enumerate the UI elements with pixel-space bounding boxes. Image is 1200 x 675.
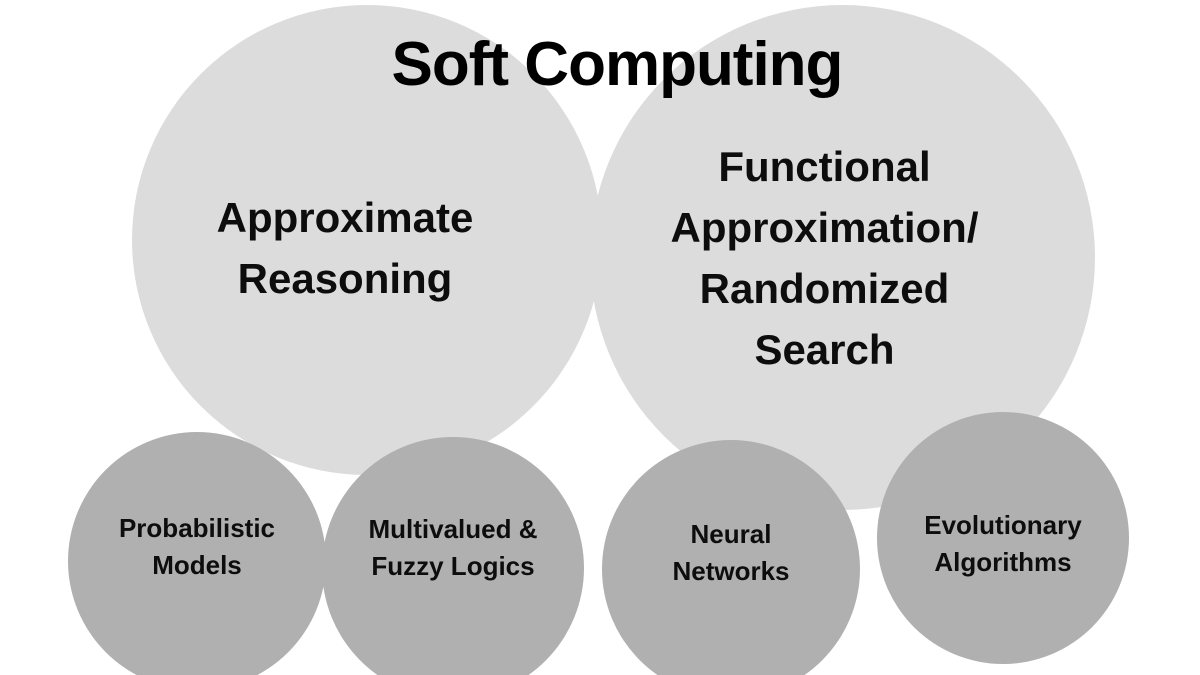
label-line: Approximation/ [670, 203, 979, 251]
label-multivalued-fuzzy-logics: Multivalued & Fuzzy Logics [368, 511, 537, 585]
circle-neural-networks: Neural Networks [602, 440, 860, 675]
label-functional-approximation-randomized-search: Functional Approximation/ Randomized Sea… [670, 136, 978, 380]
label-neural-networks: Neural Networks [672, 516, 789, 590]
circle-probabilistic-models: Probabilistic Models [68, 432, 326, 675]
label-probabilistic-models: Probabilistic Models [119, 510, 275, 584]
label-line: Networks [672, 556, 790, 586]
label-line: Functional [718, 142, 931, 190]
diagram-title: Soft Computing [391, 30, 844, 99]
label-approximate-reasoning: Approximate Reasoning [217, 187, 474, 309]
label-line: Algorithms [934, 547, 1072, 577]
label-line: Neural [690, 519, 772, 549]
circle-multivalued-fuzzy-logics: Multivalued & Fuzzy Logics [322, 437, 584, 675]
label-line: Probabilistic [118, 513, 276, 543]
circle-approximate-reasoning: Approximate Reasoning [132, 5, 602, 475]
label-line: Models [152, 550, 242, 580]
label-line: Evolutionary [924, 510, 1082, 540]
label-line: Multivalued & [368, 514, 538, 544]
label-line: Approximate [216, 194, 474, 241]
circle-evolutionary-algorithms: Evolutionary Algorithms [877, 412, 1129, 664]
label-line: Search [754, 325, 895, 373]
label-line: Fuzzy Logics [371, 551, 535, 581]
label-line: Reasoning [237, 255, 453, 302]
label-evolutionary-algorithms: Evolutionary Algorithms [924, 507, 1081, 581]
label-line: Randomized [699, 264, 950, 312]
